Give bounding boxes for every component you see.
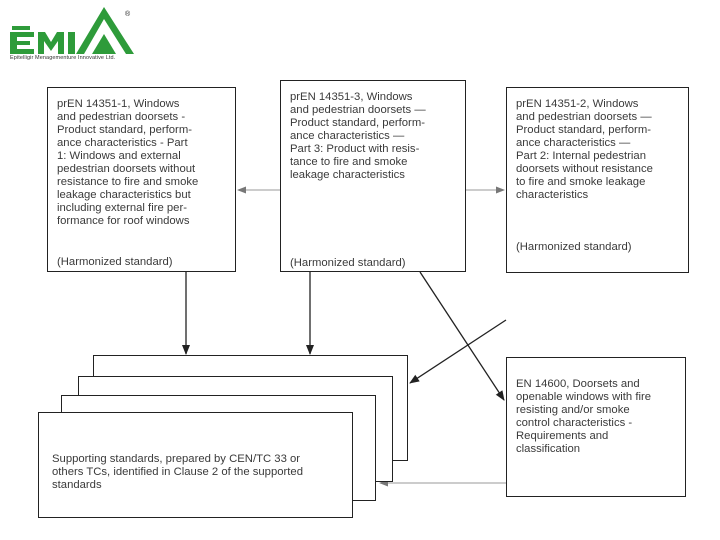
pren-14351-3-text: prEN 14351-3, Windows and pedestrian doo… — [290, 91, 426, 181]
pren-14351-1-box: prEN 14351-1, Windows and pedestrian doo… — [47, 87, 236, 272]
supporting-standards-box: Supporting standards, prepared by CEN/TC… — [38, 412, 353, 518]
emi-logo-mark — [10, 7, 134, 54]
en-14600-box: EN 14600, Doorsets and openable windows … — [506, 357, 686, 497]
supporting-standards-text: Supporting standards, prepared by CEN/TC… — [52, 453, 303, 491]
pren-14351-2-box: prEN 14351-2, Windows and pedestrian doo… — [506, 87, 689, 273]
arrow-mid-to-en14600 — [419, 271, 505, 401]
arrow-right-to-supporting — [409, 319, 507, 384]
pren-14351-3-box: prEN 14351-3, Windows and pedestrian doo… — [280, 80, 466, 272]
pren-14351-2-text: prEN 14351-2, Windows and pedestrian doo… — [516, 98, 653, 201]
en-14600-text: EN 14600, Doorsets and openable windows … — [516, 378, 652, 455]
pren-14351-1-status: (Harmonized standard) — [57, 256, 173, 268]
emi-logo: ® Epitelligir Menagementure Innovative L… — [8, 4, 138, 64]
pren-14351-3-status: (Harmonized standard) — [290, 257, 406, 269]
registered-mark: ® — [125, 11, 131, 18]
pren-14351-2-status: (Harmonized standard) — [516, 241, 632, 253]
logo-tagline: Epitelligir Menagementure Innovative Ltd… — [10, 55, 116, 61]
pren-14351-1-text: prEN 14351-1, Windows and pedestrian doo… — [57, 98, 199, 227]
